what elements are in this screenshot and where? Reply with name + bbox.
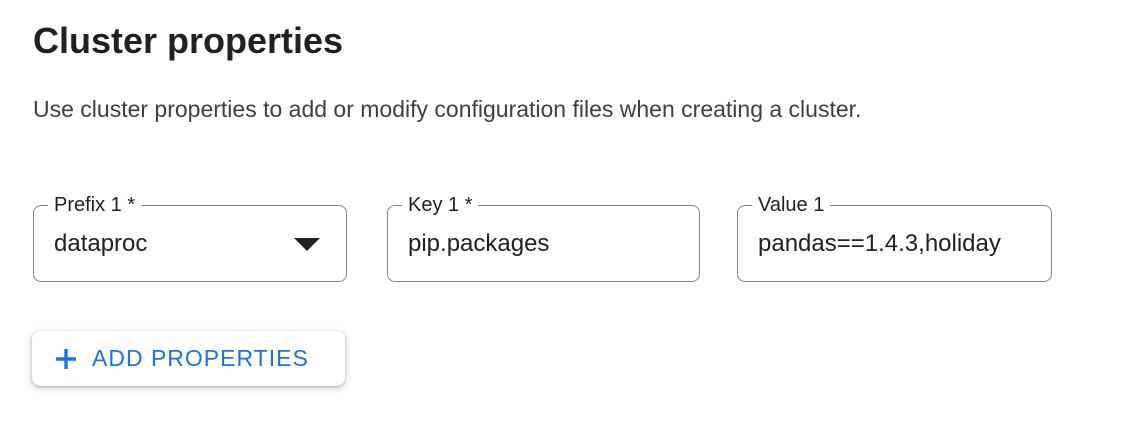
page-description: Use cluster properties to add or modify … (33, 96, 862, 122)
add-properties-button[interactable]: ADD PROPERTIES (32, 331, 345, 386)
value-field: Value 1 (737, 192, 1052, 282)
caret-down-icon (294, 237, 320, 251)
page-title: Cluster properties (33, 20, 344, 61)
add-properties-button-label: ADD PROPERTIES (92, 345, 309, 371)
prefix-field: Prefix 1 * dataproc (33, 192, 347, 282)
prefix-field-label: Prefix 1 * (48, 192, 142, 218)
plus-icon (52, 345, 80, 373)
value-input[interactable] (738, 206, 1051, 281)
prefix-select-value: dataproc (54, 229, 148, 257)
prefix-select[interactable]: dataproc (34, 206, 346, 281)
key-input[interactable] (388, 206, 699, 281)
key-field: Key 1 * (387, 192, 700, 282)
